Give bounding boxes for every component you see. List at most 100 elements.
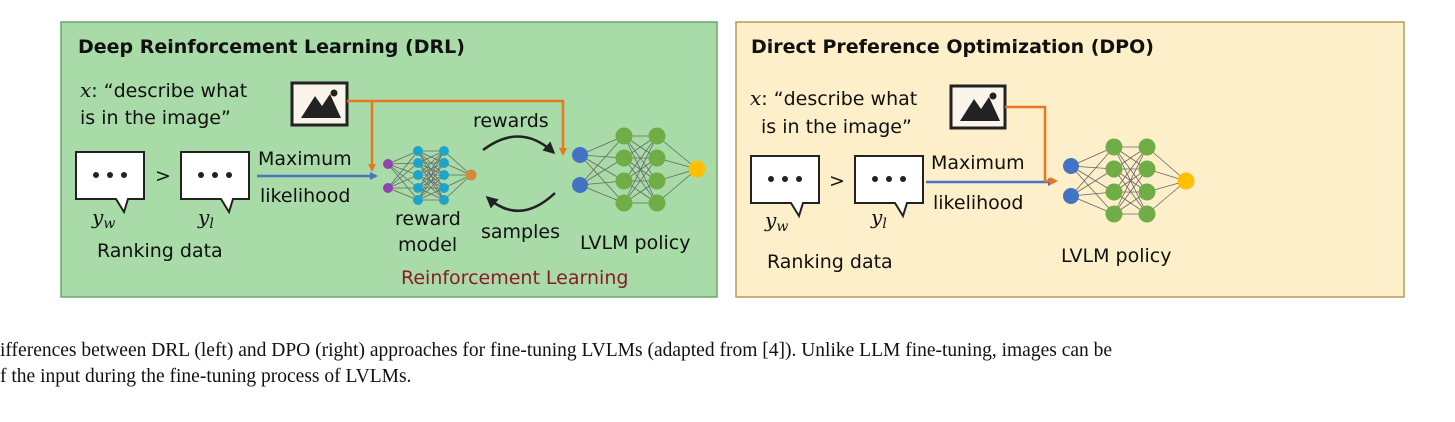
dpo-policy-edge — [1070, 146, 1115, 197]
drl-rewards-label: rewards — [473, 110, 549, 132]
drl-reward-model-edge — [387, 162, 419, 165]
drl-yw-label: yw — [91, 205, 115, 232]
dpo-policy-label: LVLM policy — [1061, 245, 1171, 267]
drl-policy-node — [648, 149, 666, 167]
drl-reward-model-edge — [387, 174, 419, 189]
drl-reward-model-node — [413, 146, 423, 156]
drl-response-bubble-yl — [180, 151, 250, 215]
drl-policy-node — [572, 147, 588, 163]
drl-reward-model-node — [439, 158, 449, 168]
drl-reward-model-edge — [417, 150, 445, 189]
drl-reward-model-node — [439, 195, 449, 205]
dpo-image-icon — [949, 84, 1007, 130]
drl-reward-model-node — [439, 183, 449, 193]
dpo-policy-edge — [1113, 168, 1148, 215]
drl-policy-node — [615, 127, 633, 145]
dpo-policy-edge — [1113, 146, 1148, 215]
dpo-prompt-line2: is in the image” — [761, 116, 912, 138]
caption-line1: ifferences between DRL (left) and DPO (r… — [0, 340, 1113, 361]
dpo-greater-than: > — [829, 170, 845, 192]
drl-ranking-label: Ranking data — [97, 240, 223, 262]
dpo-policy-edge — [1070, 165, 1115, 215]
drl-ml-line2: likelihood — [260, 185, 350, 207]
dpo-policy-node — [1105, 205, 1123, 223]
drl-greater-than: > — [155, 165, 171, 187]
drl-image-icon — [290, 81, 349, 127]
drl-reward-model-edge — [443, 150, 472, 176]
dpo-policy-node — [1138, 160, 1156, 178]
drl-title: Deep Reinforcement Learning (DRL) — [78, 36, 465, 58]
drl-policy-node — [648, 194, 666, 212]
drl-policy-edge — [579, 135, 625, 186]
drl-reward-model-node — [413, 170, 423, 180]
drl-ml-line1: Maximum — [258, 148, 352, 170]
drl-reward-model-node — [413, 158, 423, 168]
drl-policy-network — [572, 127, 706, 212]
drl-image-to-policy-arrow — [372, 99, 567, 156]
drl-reward-model-node — [413, 195, 423, 205]
drl-reward-model-line1: reward — [395, 208, 461, 230]
drl-reward-model-edge — [417, 150, 445, 176]
drl-reward-model-edge — [417, 150, 445, 201]
dpo-yl-label: yl — [870, 205, 887, 232]
drl-policy-edge — [656, 168, 698, 204]
drl-policy-edge — [656, 135, 698, 170]
diagram: Deep Reinforcement Learning (DRL) x: “de… — [60, 21, 1405, 298]
dpo-policy-edge — [1146, 180, 1187, 215]
dpo-title: Direct Preference Optimization (DPO) — [751, 36, 1154, 58]
dpo-image-to-policy-arrow — [1005, 105, 1058, 185]
drl-reward-model-edge — [417, 174, 445, 201]
drl-policy-edge — [579, 157, 625, 186]
drl-policy-edge — [623, 135, 658, 182]
dpo-policy-node — [1138, 183, 1156, 201]
dpo-ml-line2: likelihood — [933, 192, 1023, 214]
drl-policy-edge — [623, 135, 658, 204]
drl-policy-label: LVLM policy — [580, 232, 690, 254]
drl-reward-model-node — [413, 183, 423, 193]
dpo-policy-node — [1105, 160, 1123, 178]
drl-policy-node — [615, 172, 633, 190]
drl-reward-model-edge — [417, 162, 445, 201]
drl-policy-edge — [623, 157, 658, 204]
dpo-panel: Direct Preference Optimization (DPO) x: … — [735, 21, 1405, 298]
drl-reward-model-line2: model — [398, 234, 457, 256]
dpo-prompt-line1: x: “describe what — [750, 86, 917, 110]
drl-reward-model-edge — [387, 150, 419, 189]
dpo-policy-network — [1063, 138, 1195, 223]
drl-policy-edge — [579, 154, 625, 204]
dpo-policy-node — [1138, 138, 1156, 156]
dpo-policy-edge — [1146, 146, 1187, 182]
drl-policy-node — [615, 194, 633, 212]
drl-reward-model-node — [439, 146, 449, 156]
dpo-ml-line1: Maximum — [931, 152, 1025, 174]
drl-rewards-arrow — [482, 135, 556, 155]
drl-yl-label: yl — [197, 205, 214, 232]
drl-reward-model-node — [383, 159, 393, 169]
dpo-policy-edge — [1113, 146, 1148, 193]
dpo-response-bubble-yw — [750, 155, 820, 219]
drl-reward-model-edge — [387, 163, 419, 201]
drl-policy-node — [688, 160, 706, 178]
drl-prompt-line1: x: “describe what — [80, 78, 247, 102]
dpo-ranking-label: Ranking data — [767, 251, 893, 273]
dpo-response-bubble-yl — [854, 155, 924, 219]
drl-policy-node — [648, 127, 666, 145]
drl-reward-model-edge — [443, 174, 472, 201]
dpo-policy-node — [1105, 183, 1123, 201]
drl-reward-model-node — [439, 170, 449, 180]
drl-reward-model-edge — [387, 187, 419, 201]
drl-reward-model-node — [465, 169, 477, 181]
drl-policy-node — [648, 172, 666, 190]
drl-policy-node — [572, 177, 588, 193]
drl-reward-model-node — [383, 183, 393, 193]
dpo-policy-node — [1105, 138, 1123, 156]
dpo-yw-label: yw — [764, 208, 788, 235]
drl-samples-arrow — [485, 192, 556, 212]
drl-response-bubble-yw — [75, 151, 145, 215]
dpo-policy-node — [1177, 172, 1195, 190]
drl-reward-model-edge — [387, 162, 419, 189]
dpo-policy-node — [1138, 205, 1156, 223]
drl-reward-model-edge — [387, 150, 419, 165]
drl-policy-node — [615, 149, 633, 167]
dpo-policy-node — [1063, 188, 1079, 204]
